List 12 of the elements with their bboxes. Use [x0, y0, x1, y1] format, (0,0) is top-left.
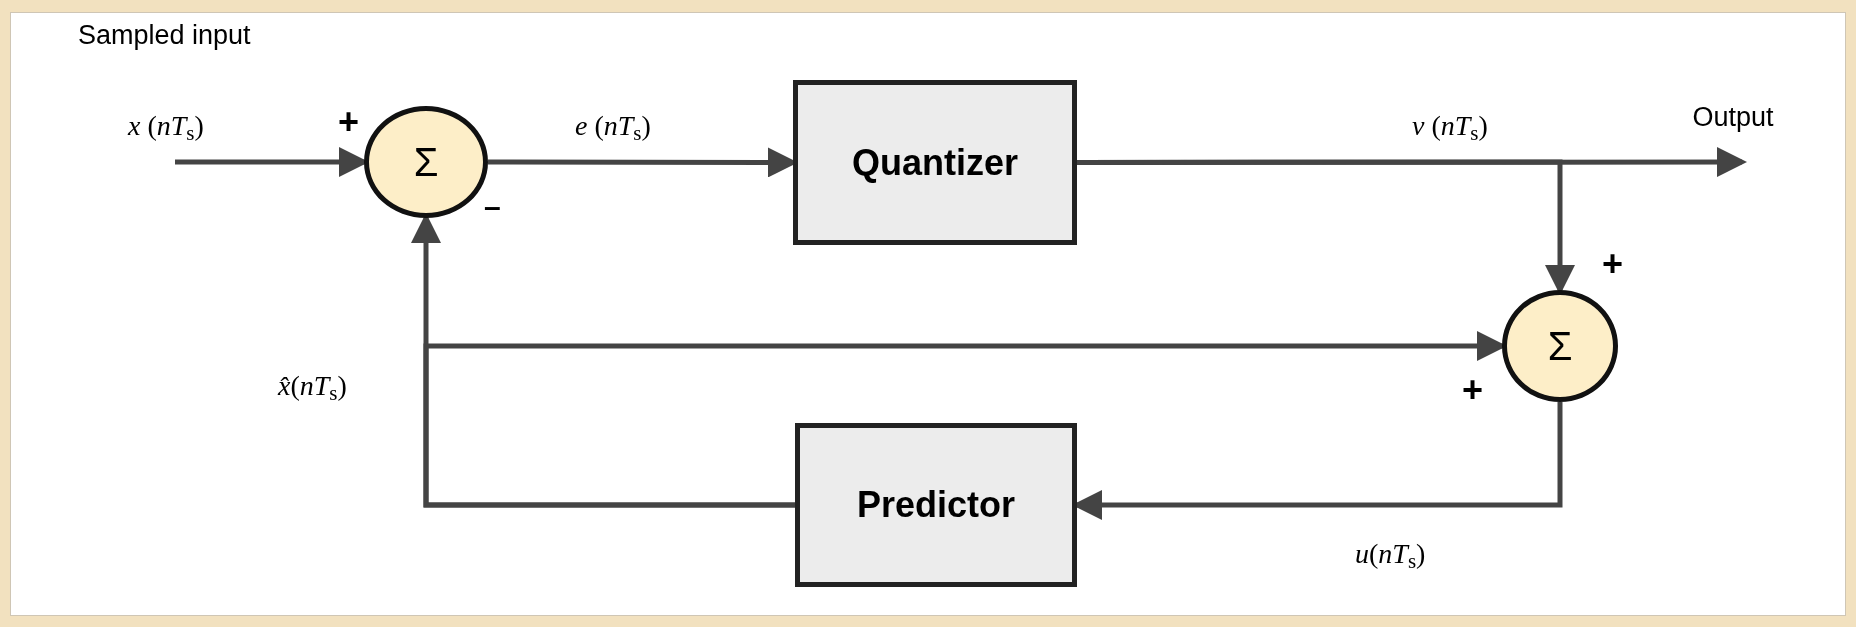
output-label: Output	[1648, 104, 1818, 162]
edge-label: v (nT$_{s}$)	[1412, 112, 1488, 140]
sign-label: +	[1602, 246, 1624, 282]
sign-label: +	[338, 104, 360, 140]
edge-label: u(nT$_{s}$)	[1355, 540, 1426, 568]
sign-label: +	[1462, 372, 1484, 408]
edge-label: x̂(nT$_{s}$)	[278, 372, 347, 400]
process-box: Quantizer	[793, 80, 1077, 245]
edge-label: x (nT$_{s}$)	[128, 112, 204, 140]
process-box: Predictor	[795, 423, 1077, 587]
edge-label: e (nT$_{s}$)	[575, 112, 651, 140]
text-label: Sampled input	[78, 22, 251, 49]
